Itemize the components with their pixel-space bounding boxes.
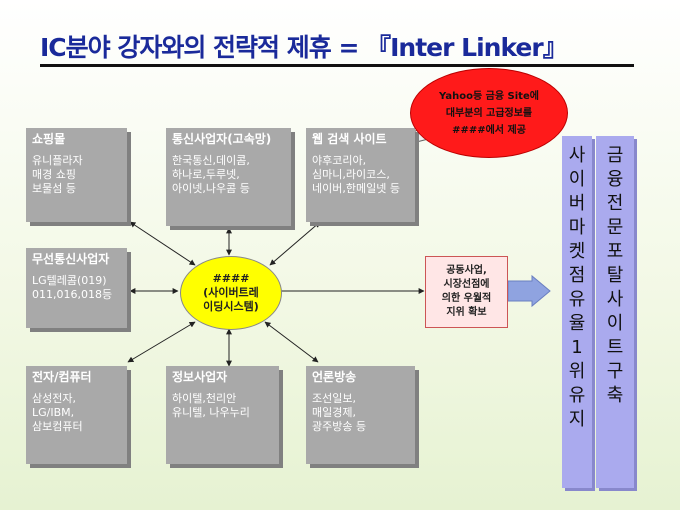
column-char: 탈: [606, 265, 624, 286]
column-char: 문: [606, 217, 624, 238]
column-char: 사: [568, 145, 586, 166]
wireless-title: 무선통신사업자: [32, 252, 110, 266]
column-char: 사: [606, 289, 624, 310]
column-char: 구: [606, 361, 624, 382]
page-title: IC분야 강자와의 전략적 제휴 = 『Inter Linker』: [40, 33, 568, 62]
joint-line: 의한 우월적: [441, 293, 492, 304]
column-char: 유: [568, 385, 586, 406]
column-char: 트: [606, 337, 624, 358]
telecom-box: 통신사업자(고속망) 한국통신,데이콤, 하나로,두루넷, 아이넷,나우콤 등: [166, 128, 291, 226]
connector-electronics: [127, 321, 196, 363]
column-char: 이: [606, 313, 624, 334]
shopping-box: 쇼핑몰 유니플라자 매경 쇼핑 보물섬 등: [26, 128, 127, 222]
wireless-line: 011,016,018등: [32, 288, 113, 301]
market-share-column: 사 이 버 마 켓 점 유 율 1 위 유 지: [562, 136, 592, 488]
web-search-line: 심마니,라이코스,: [312, 168, 390, 181]
web-search-title: 웹 검색 사이트: [312, 132, 387, 146]
hub-line: (사이버트레: [203, 286, 259, 299]
media-line: 광주방송 등: [312, 420, 367, 433]
web-search-box: 웹 검색 사이트 야후코리아, 심마니,라이코스, 네이버,한메일넷 등: [306, 128, 415, 222]
telecom-title: 통신사업자(고속망): [172, 132, 272, 146]
electronics-line: 삼보컴퓨터: [32, 420, 83, 433]
media-line: 조선일보,: [312, 392, 356, 405]
media-box: 언론방송 조선일보, 매일경제, 광주방송 등: [306, 366, 415, 464]
callout-line: ####에서 제공: [452, 124, 526, 136]
title-underline: [40, 64, 634, 67]
joint-line: 공동사업,: [446, 265, 487, 276]
electronics-title: 전자/컴퓨터: [32, 370, 92, 384]
telecom-line: 한국통신,데이콤,: [172, 154, 250, 167]
joint-line: 시장선점에: [443, 279, 490, 290]
column-char: 포: [606, 241, 624, 262]
column-char: 율: [568, 313, 586, 334]
wireless-line: LG텔레콤(019): [32, 274, 107, 287]
portal-column: 금 융 전 문 포 탈 사 이 트 구 축: [596, 136, 634, 488]
web-search-line: 네이버,한메일넷 등: [312, 182, 400, 195]
media-title: 언론방송: [312, 370, 357, 384]
telecom-line: 하나로,두루넷,: [172, 168, 240, 181]
shopping-line: 유니플라자: [32, 154, 83, 167]
shopping-line: 매경 쇼핑: [32, 168, 76, 181]
electronics-line: 삼성전자,: [32, 392, 76, 405]
shopping-line: 보물섬 등: [32, 182, 76, 195]
column-char: 마: [568, 217, 586, 238]
column-char: 금: [606, 145, 624, 166]
cyber-trading-hub: #### (사이버트레 이딩시스템): [180, 256, 282, 330]
hub-line: ####: [212, 272, 250, 285]
electronics-line: LG/IBM,: [32, 406, 75, 419]
column-char: 지: [568, 409, 586, 430]
connector-websearch: [269, 221, 321, 266]
joint-arrow: [507, 274, 551, 308]
info-title: 정보사업자: [172, 370, 228, 384]
column-char: 유: [568, 289, 586, 310]
column-char: 점: [568, 265, 586, 286]
yahoo-callout: Yahoo등 금융 Site에 대부분의 고급정보를 ####에서 제공: [410, 68, 568, 158]
connector-shopping: [129, 221, 196, 266]
electronics-box: 전자/컴퓨터 삼성전자, LG/IBM, 삼보컴퓨터: [26, 366, 127, 464]
wireless-box: 무선통신사업자 LG텔레콤(019) 011,016,018등: [26, 248, 127, 328]
callout-line: 대부분의 고급정보를: [445, 107, 533, 119]
web-search-line: 야후코리아,: [312, 154, 367, 167]
column-char: 켓: [568, 241, 586, 262]
media-line: 매일경제,: [312, 406, 356, 419]
telecom-line: 아이넷,나우콤 등: [172, 182, 250, 195]
column-char: 위: [568, 361, 586, 382]
column-char: 융: [606, 169, 624, 190]
column-char: 1: [571, 337, 583, 358]
connector-media: [264, 321, 319, 363]
joint-line: 지위 확보: [446, 307, 487, 318]
hub-line: 이딩시스템): [203, 300, 259, 313]
column-char: 이: [568, 169, 586, 190]
info-box: 정보사업자 하이텔,천리안 유니텔, 나우누리: [166, 366, 279, 464]
column-char: 전: [606, 193, 624, 214]
info-line: 하이텔,천리안: [172, 392, 237, 405]
column-char: 축: [606, 385, 624, 406]
column-char: 버: [568, 193, 586, 214]
joint-business-box: 공동사업, 시장선점에 의한 우월적 지위 확보: [425, 256, 508, 328]
shopping-title: 쇼핑몰: [32, 132, 66, 146]
callout-line: Yahoo등 금융 Site에: [439, 90, 539, 102]
info-line: 유니텔, 나우누리: [172, 406, 250, 419]
